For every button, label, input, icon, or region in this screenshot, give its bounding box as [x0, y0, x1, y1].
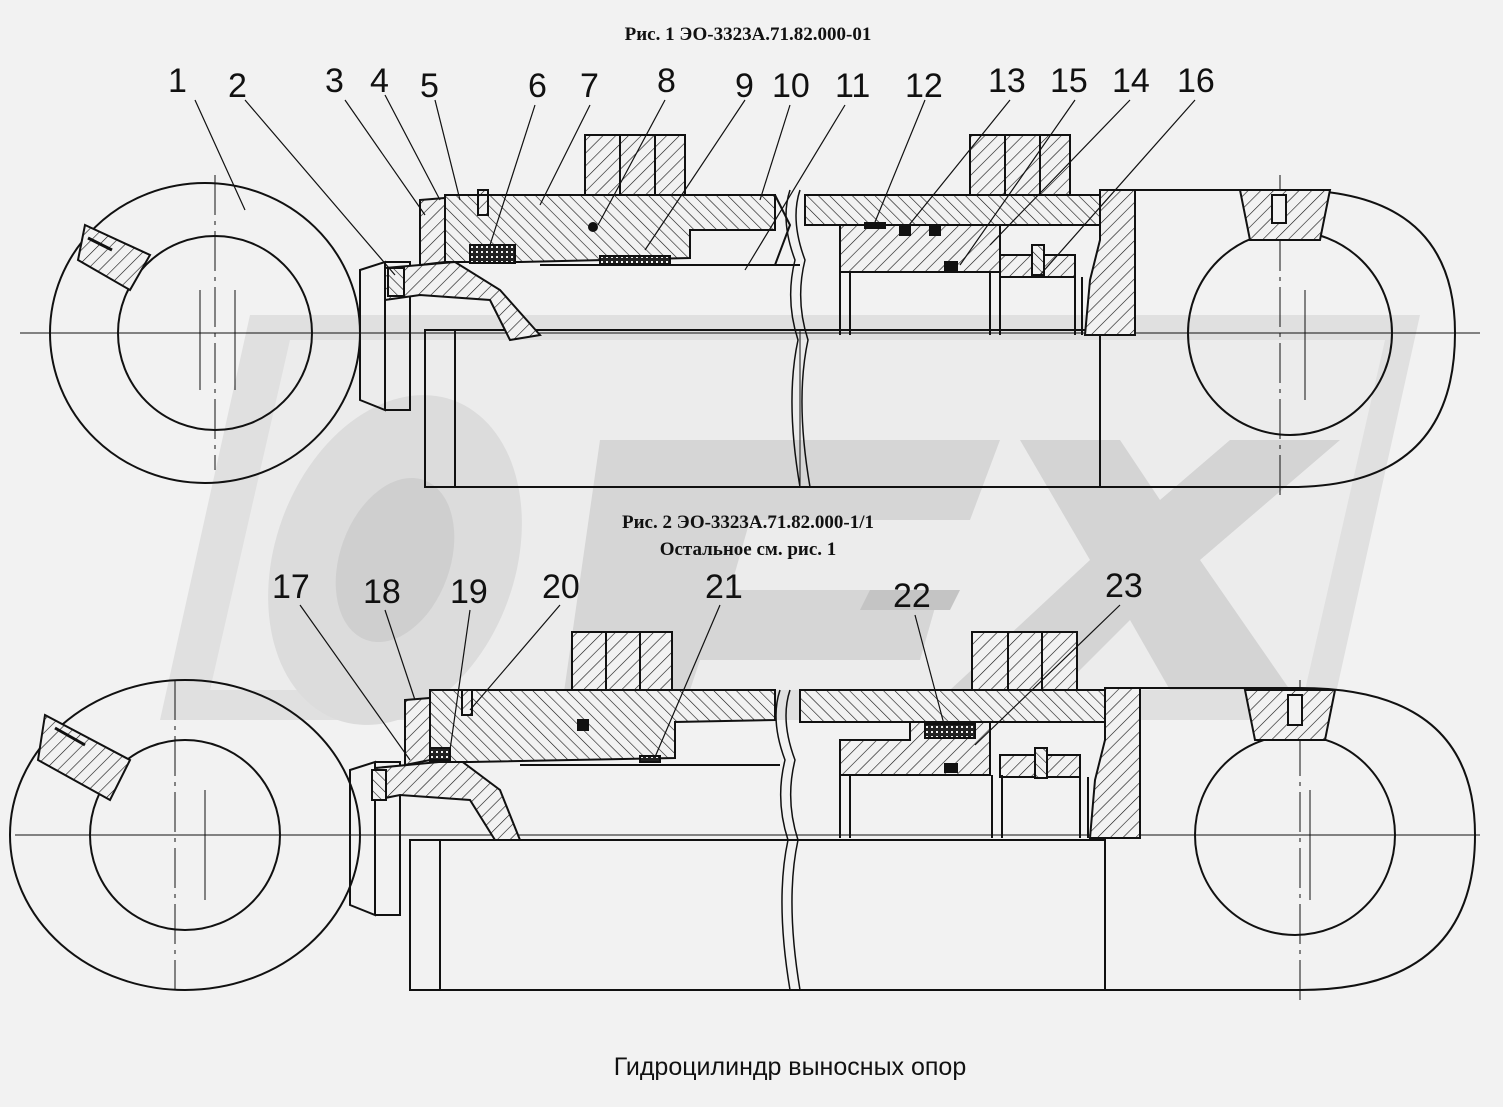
part-numbers: 1 2 3 4 5 6 7 8 9 10 11 12 13 15 14 16 1…: [168, 62, 1215, 615]
part-number: 3: [325, 62, 344, 100]
part-number: 17: [272, 568, 310, 606]
part-number: 7: [580, 67, 599, 105]
part-number: 13: [988, 62, 1026, 100]
part-number: 19: [450, 573, 488, 611]
figure-2-assembly: [9, 631, 1480, 1000]
figure-1-caption: Рис. 1 ЭО-3323А.71.82.000-01: [625, 24, 872, 45]
figure-2-note: Остальное см. рис. 1: [660, 539, 837, 560]
part-number: 4: [370, 62, 389, 100]
part-number: 15: [1050, 62, 1088, 100]
watermark-logo: [160, 315, 1420, 725]
part-number: 9: [735, 67, 754, 105]
part-number: 14: [1112, 62, 1150, 100]
part-number: 6: [528, 67, 547, 105]
part-number: 1: [168, 62, 187, 100]
figure-1-assembly: [20, 134, 1480, 500]
part-number: 2: [228, 67, 247, 105]
part-number: 21: [705, 568, 743, 606]
part-number: 5: [420, 67, 439, 105]
part-number: 18: [363, 573, 401, 611]
figure-2-caption: Рис. 2 ЭО-3323А.71.82.000-1/1: [622, 512, 874, 533]
leader-lines: [194, 94, 1196, 761]
part-number: 23: [1105, 567, 1143, 605]
part-number: 10: [772, 67, 810, 105]
part-number: 11: [835, 67, 870, 105]
part-number: 12: [905, 67, 943, 105]
part-number: 16: [1177, 62, 1215, 100]
part-number: 22: [893, 577, 931, 615]
drawing-title: Гидроцилиндр выносных опор: [614, 1053, 967, 1081]
part-number: 8: [657, 62, 676, 100]
part-number: 20: [542, 568, 580, 606]
